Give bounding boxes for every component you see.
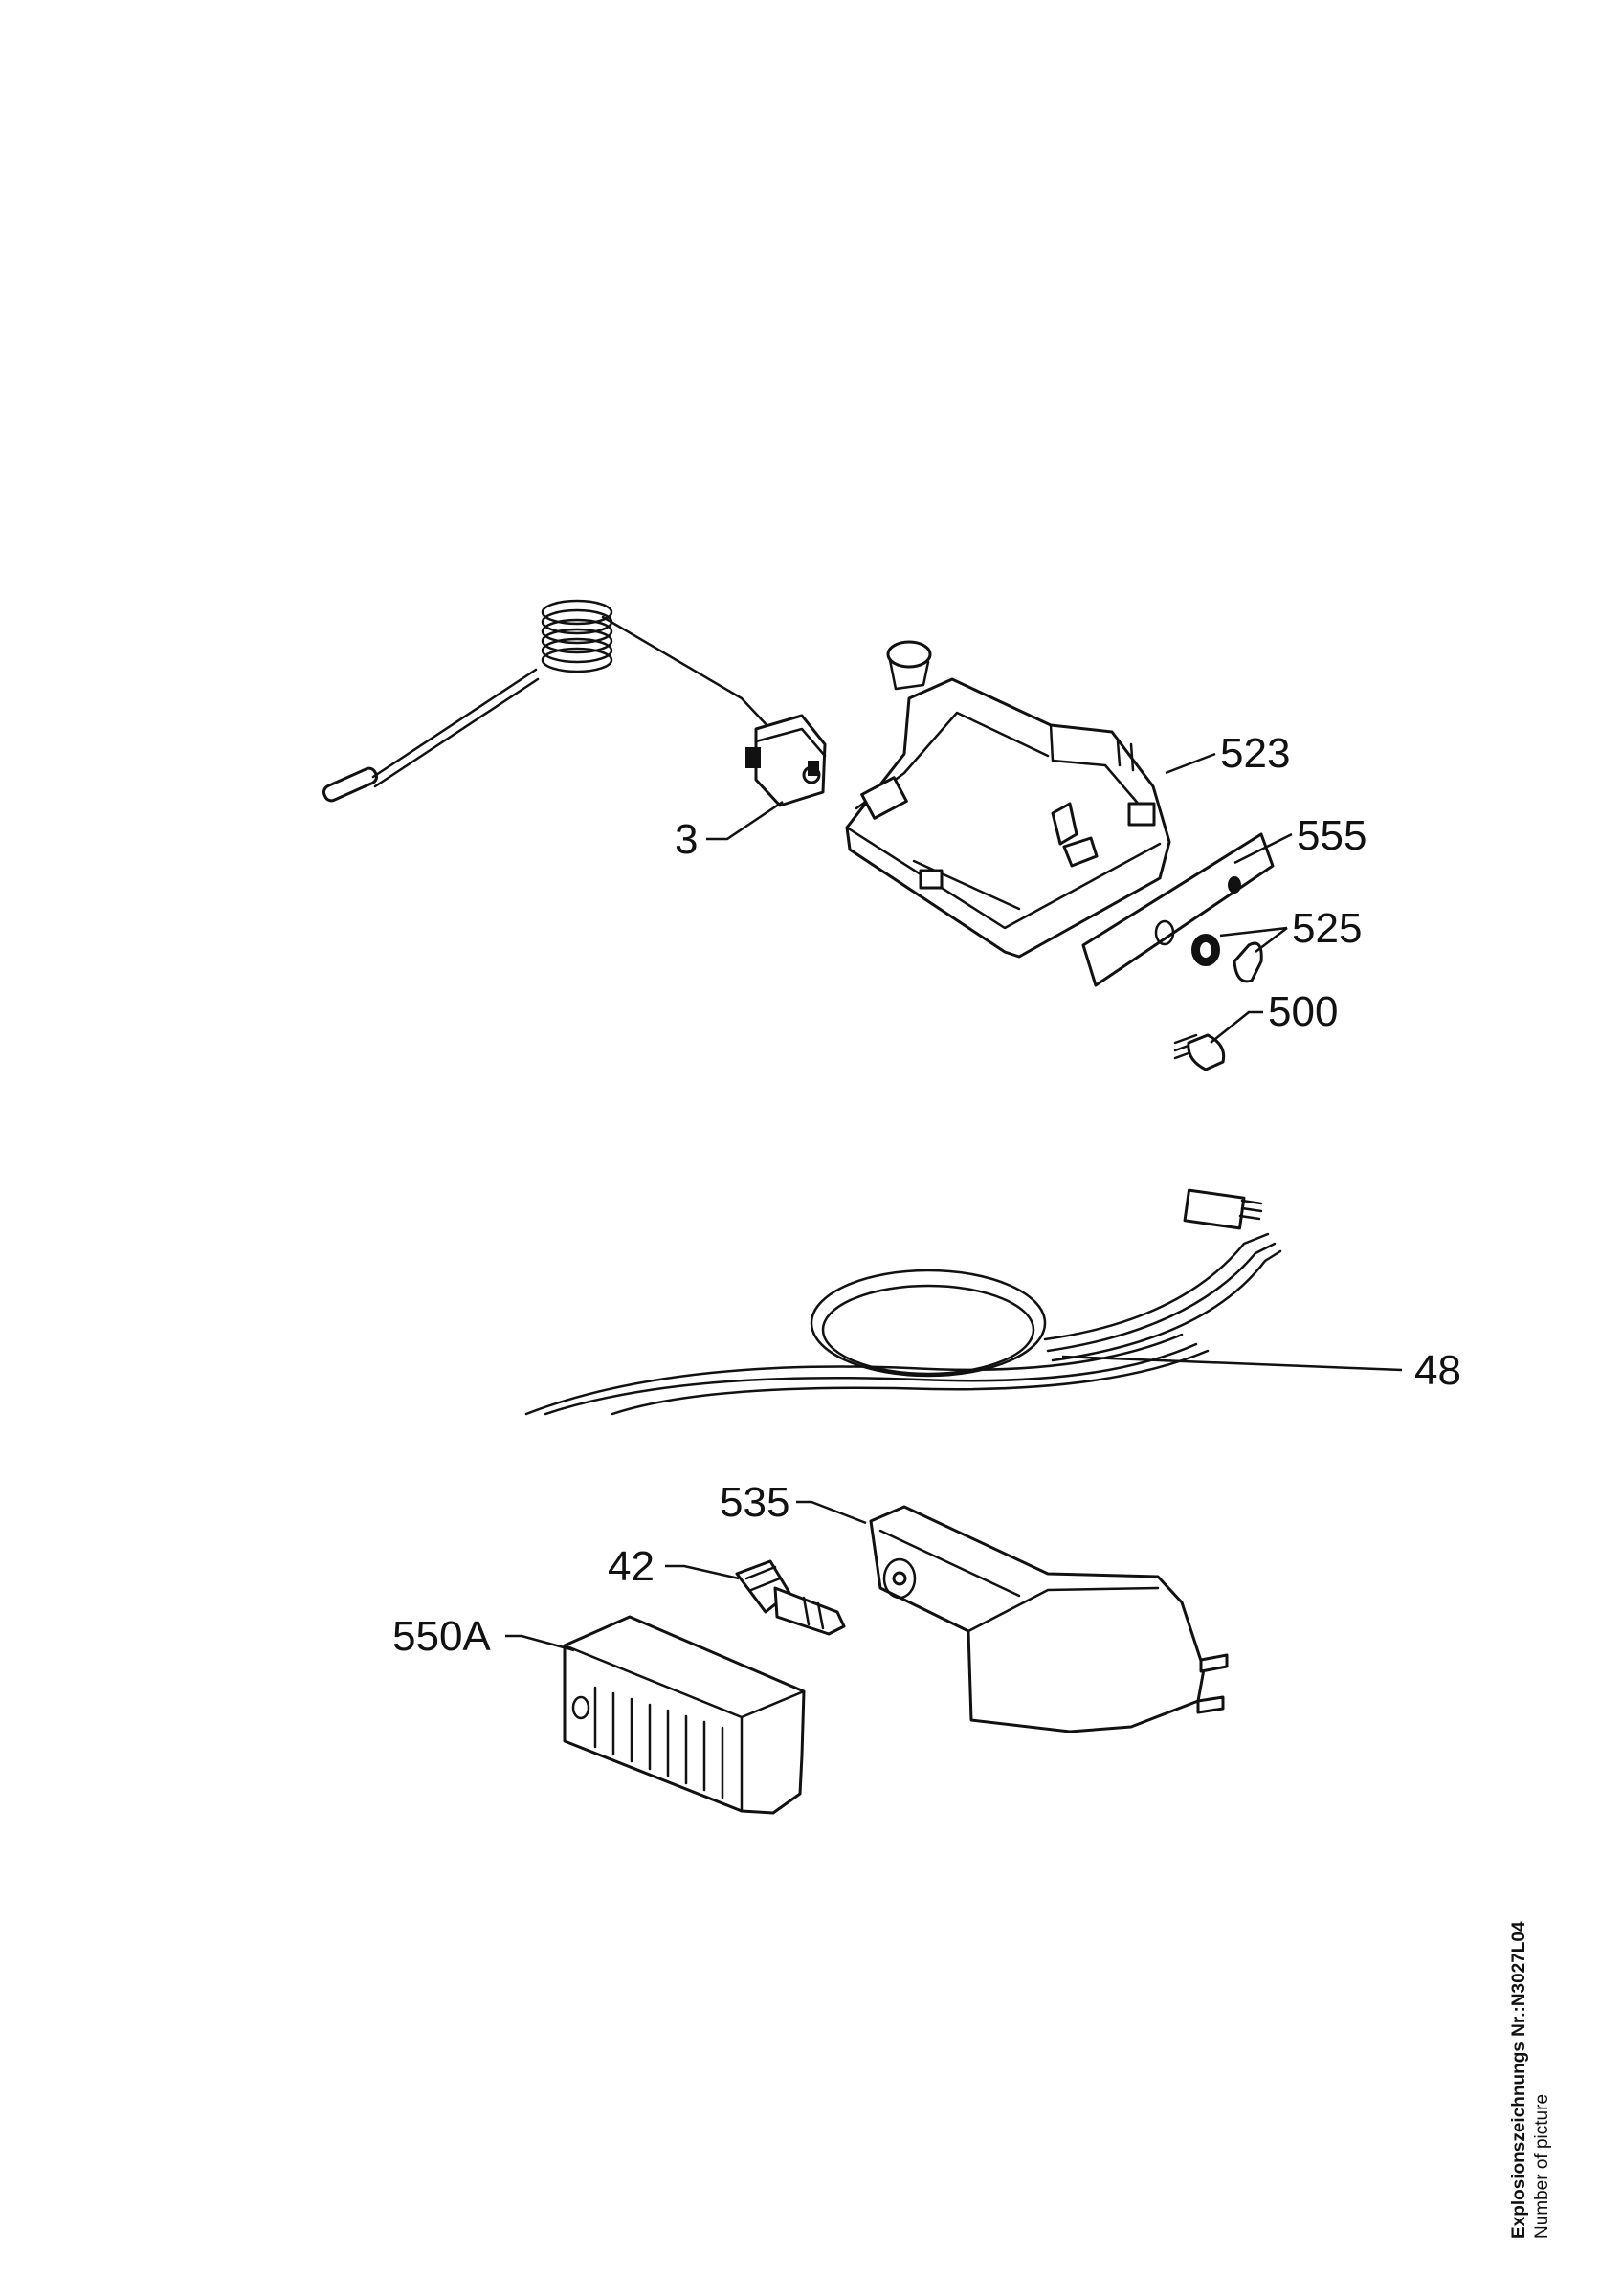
callout-3: 3 <box>675 816 698 863</box>
callout-523: 523 <box>1220 730 1290 777</box>
cover-strip-part-555 <box>1081 832 1275 987</box>
lamp-part-500 <box>1173 1033 1226 1071</box>
drawing-number-label: Number of picture <box>1532 2093 1552 2239</box>
callout-42: 42 <box>608 1543 655 1590</box>
callout-535: 535 <box>720 1479 789 1526</box>
leader-525-b <box>1255 927 1288 953</box>
leader-550a <box>505 1634 575 1652</box>
callout-550a: 550A <box>392 1613 491 1660</box>
control-housing-part-523 <box>845 640 1171 959</box>
callout-500: 500 <box>1268 988 1338 1035</box>
cable-harness-part-48 <box>524 1188 1282 1416</box>
drawing-number: Explosionszeichnungs Nr.:N3027L04 <box>1509 1921 1529 2239</box>
callout-555: 555 <box>1297 812 1366 859</box>
leader-lines <box>505 752 1403 1652</box>
lamp-housing-part-535 <box>869 1505 1229 1733</box>
leader-525 <box>1219 926 1288 938</box>
leader-523 <box>1165 752 1216 775</box>
leader-500 <box>1210 1010 1263 1044</box>
leader-555 <box>1233 832 1293 865</box>
callout-525: 525 <box>1292 905 1362 952</box>
leader-42 <box>665 1564 740 1580</box>
lamp-socket-part-42 <box>735 1559 846 1636</box>
leader-48 <box>1061 1355 1403 1372</box>
leader-535 <box>796 1500 867 1525</box>
spring-cap-part-525 <box>1191 934 1263 983</box>
leader-3 <box>706 800 784 841</box>
callout-48: 48 <box>1414 1347 1461 1394</box>
drawing-caption: Explosionszeichnungs Nr.:N3027L04 Number… <box>1508 1913 1554 2239</box>
thermostat-part-3 <box>322 599 827 807</box>
lamp-cover-part-550a <box>563 1615 806 1815</box>
